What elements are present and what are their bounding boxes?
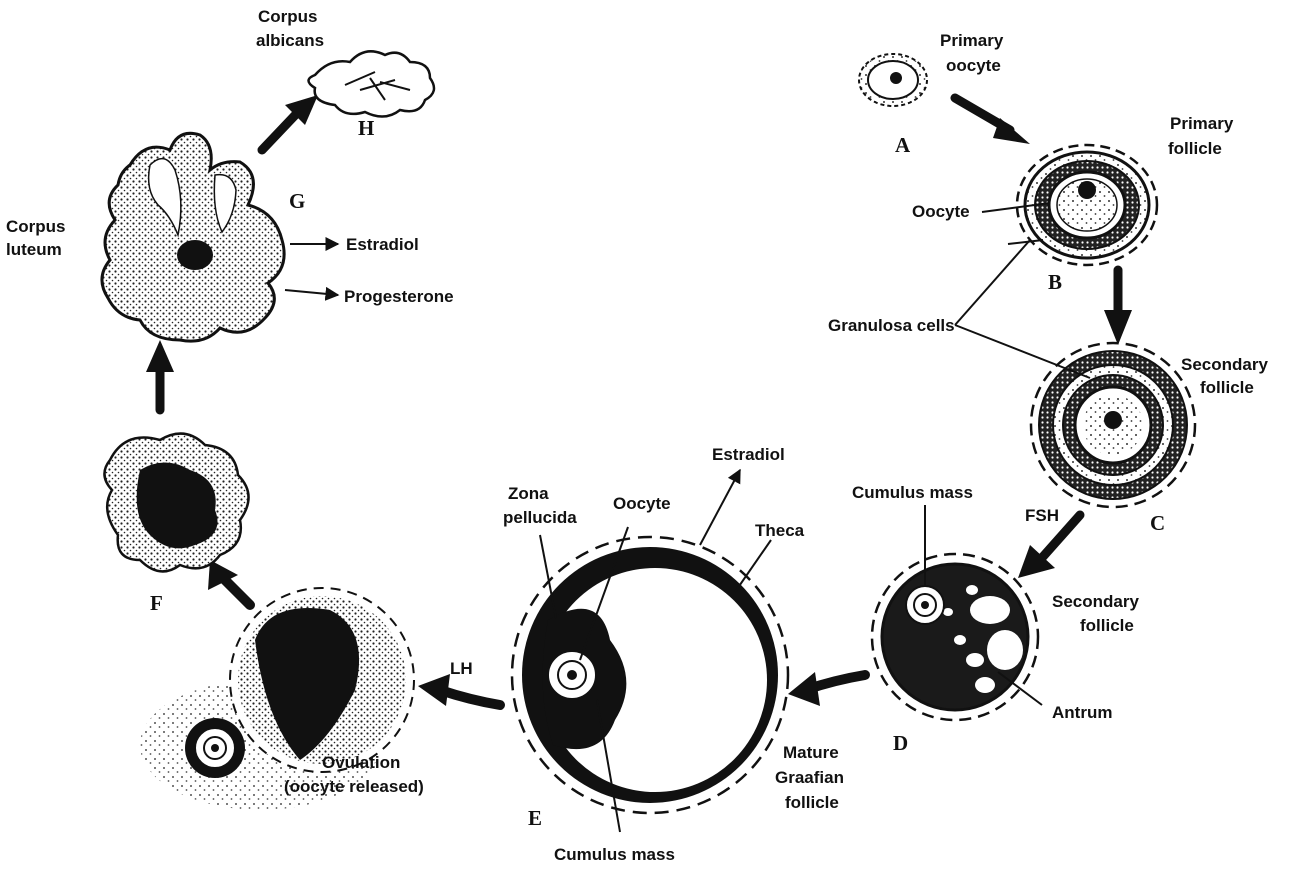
label-oocyte-released: (oocyte released) bbox=[284, 777, 424, 796]
label-corpus-albicans-2: albicans bbox=[256, 31, 324, 50]
estradiol-arrow-e bbox=[700, 470, 740, 545]
label-fsh: FSH bbox=[1025, 506, 1059, 525]
stage-c-secondary-follicle bbox=[1031, 343, 1195, 507]
label-primary-oocyte-1: Primary bbox=[940, 31, 1004, 50]
label-mature: Mature bbox=[783, 743, 839, 762]
stage-h-corpus-albicans bbox=[309, 51, 435, 116]
label-secondary-follicle-c-2: follicle bbox=[1200, 378, 1254, 397]
label-corpus-luteum-2: luteum bbox=[6, 240, 62, 259]
stage-letter-b: B bbox=[1048, 270, 1062, 294]
hormone-arrows-g bbox=[285, 244, 338, 295]
arrow-a-to-b bbox=[955, 98, 1030, 144]
label-zona-pellucida-2: pellucida bbox=[503, 508, 577, 527]
arrow-f-to-g bbox=[146, 340, 174, 410]
stage-d-secondary-follicle-antrum bbox=[872, 554, 1038, 720]
label-secondary-follicle-d-2: follicle bbox=[1080, 616, 1134, 635]
arrow-e-to-ovulation-lh bbox=[418, 674, 500, 706]
stage-g-corpus-luteum bbox=[102, 133, 284, 341]
label-corpus-albicans-1: Corpus bbox=[258, 7, 318, 26]
label-lh: LH bbox=[450, 659, 473, 678]
stage-letter-c: C bbox=[1150, 511, 1165, 535]
label-primary-oocyte-2: oocyte bbox=[946, 56, 1001, 75]
label-graafian: Graafian bbox=[775, 768, 844, 787]
stage-letter-h: H bbox=[358, 116, 374, 140]
stage-letter-g: G bbox=[289, 189, 305, 213]
label-cumulus-mass-d: Cumulus mass bbox=[852, 483, 973, 502]
label-cumulus-mass-e: Cumulus mass bbox=[554, 845, 675, 864]
label-estradiol-g: Estradiol bbox=[346, 235, 419, 254]
label-antrum: Antrum bbox=[1052, 703, 1112, 722]
arrow-ovulation-to-f bbox=[208, 560, 250, 605]
label-estradiol-e: Estradiol bbox=[712, 445, 785, 464]
arrow-b-to-c bbox=[1104, 270, 1132, 345]
label-corpus-luteum-1: Corpus bbox=[6, 217, 66, 236]
label-zona-pellucida-1: Zona bbox=[508, 484, 549, 503]
stage-letter-a: A bbox=[895, 133, 911, 157]
stage-a-primary-oocyte bbox=[859, 54, 927, 106]
label-progesterone: Progesterone bbox=[344, 287, 454, 306]
label-primary-follicle-2: follicle bbox=[1168, 139, 1222, 158]
label-follicle: follicle bbox=[785, 793, 839, 812]
stage-e-graafian-follicle bbox=[512, 537, 788, 813]
stage-f-ruptured-follicle bbox=[104, 434, 248, 572]
label-secondary-follicle-c-1: Secondary bbox=[1181, 355, 1268, 374]
label-granulosa-cells: Granulosa cells bbox=[828, 316, 955, 335]
arrow-g-to-h bbox=[262, 95, 318, 150]
label-secondary-follicle-d-1: Secondary bbox=[1052, 592, 1139, 611]
label-oocyte-b: Oocyte bbox=[912, 202, 970, 221]
label-primary-follicle-1: Primary bbox=[1170, 114, 1234, 133]
stage-letter-d: D bbox=[893, 731, 908, 755]
label-ovulation: Ovulation bbox=[322, 753, 400, 772]
stage-letter-f: F bbox=[150, 591, 163, 615]
arrow-d-to-e bbox=[788, 672, 865, 706]
label-theca: Theca bbox=[755, 521, 805, 540]
stage-letter-e: E bbox=[528, 806, 542, 830]
label-oocyte-e: Oocyte bbox=[613, 494, 671, 513]
